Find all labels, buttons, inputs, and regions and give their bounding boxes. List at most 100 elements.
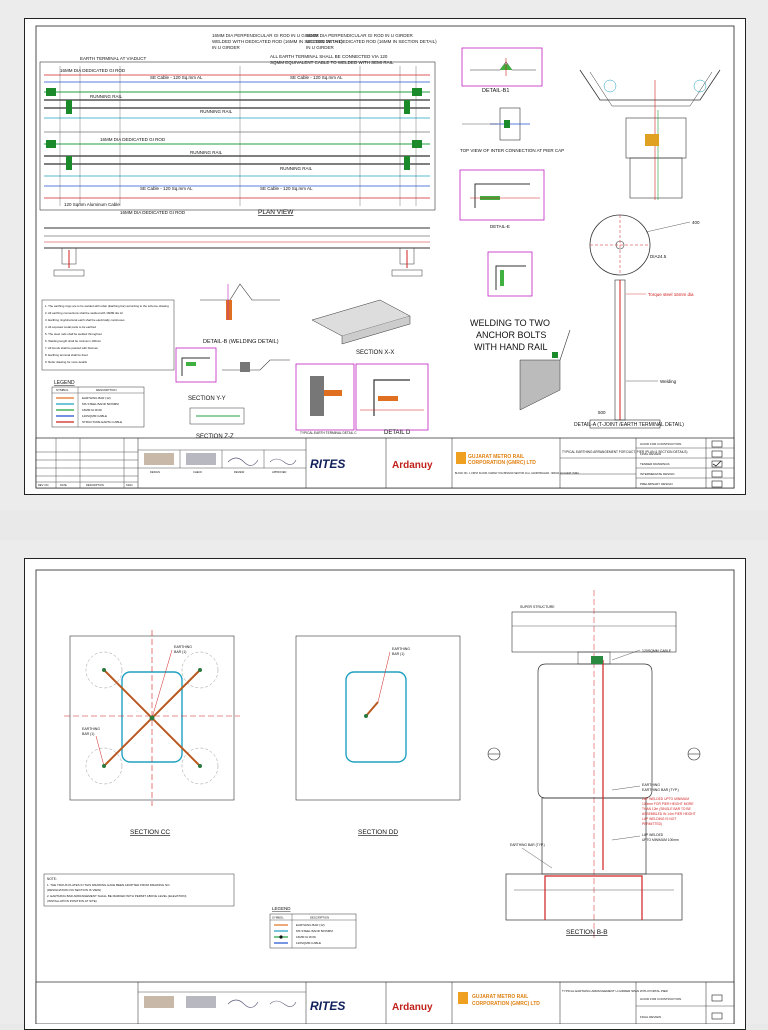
detail-a-title: DETAIL-A (T-JOINT /EARTH TERMINAL DETAIL… [574,422,684,428]
cc-earthing-label-2: EARTHING [82,727,100,731]
client2-line-1: GUJARAT METRO RAIL [472,994,528,1000]
sheet-2-canvas: EARTHING BAR (1) EARTHING BAR (1) SECTIO… [35,569,735,1024]
legend-head-symbol-1: SYMBOL [56,388,69,392]
rites-logo-text-2: RITES [310,999,345,1013]
client-line-2: CORPORATION (GMRC) LTD [468,460,536,466]
sheet-1-canvas: 16MM DIA PERPENDICULAR GI ROD IN U GIRDE… [35,25,735,489]
detail-e-title: DETAIL-E [490,224,510,229]
top-note-5: WELDED WITH DEDICATED ROD (16MM IN SECTI… [306,39,437,44]
rev-head-4: SIGN. [126,483,133,487]
rail-detail-drawing [487,251,533,297]
ardanuy-logo-text: Ardanuy [392,460,433,471]
legend2-item-3: 16MM GI ROD [296,935,317,939]
ardanuy-logo-text-2: Ardanuy [392,1002,433,1013]
lap-note-6: PERMITTED) [642,822,662,826]
section-yy-title: SECTION Y-Y [188,396,226,402]
legend2-head-desc: DESCRIPTION [310,916,329,920]
cc-earthing-label: EARTHING [174,645,192,649]
dim-dia: DIA24.5 [650,254,667,259]
legend-title-1: LEGEND [54,380,75,386]
dd-earthing-bar-label: BAR (1) [392,652,404,656]
sign-label-3: REVIEW [234,470,245,474]
drawing-sheet-2: EARTHING BAR (1) EARTHING BAR (1) SECTIO… [0,540,768,1030]
detail-d-drawing [355,363,429,431]
rev-head-1: REV. NO. [38,483,49,487]
legend-title-2: LEGEND [272,906,291,911]
notes2-line-1: NOTE: [47,877,57,881]
status-2: FINAL REVIEW [640,452,661,456]
plan-view-drawing: EARTH TERMINAL AT VIADUCT ALL EARTH TERM… [39,54,436,215]
bb-earthing-label: EARTHING [642,783,660,787]
notes2-line-5: (INSTALLATION POSITION AT SITE) [47,899,97,903]
plan-label-9: 16MM DIA DEDICATED GI ROD [100,137,166,142]
section-cc-title: SECTION CC [130,829,170,836]
top-note-2: WELDED WITH DEDICATED ROD (16MM IN SECTI… [212,39,343,44]
dim-400: 400 [692,220,700,225]
legend-item-2: MS STEEL BAND 50X6MM [82,402,119,406]
detail-b-title: DETAIL-B (WELDING DETAIL) [203,339,279,345]
cable-120-label: 120SQMM CABLE [642,649,672,653]
super-structure-label: SUPER STRUCTURE [520,605,555,609]
lap-note-5: LAP WELDING IS NOT [642,817,676,821]
plan-label-8: RUNNING RAIL [200,109,233,114]
detail-a-drawing [589,214,691,429]
plan-label-14: 120 Sqmm Aluminum Cable [64,202,120,207]
section-bb-title: SECTION B-B [566,929,608,936]
earth-terminal-title: TYPICAL EARTH TERMINAL DETAIL C [300,431,357,435]
status2-2: FINAL REVIEW [640,1015,661,1019]
section-dd-drawing [295,635,461,801]
legend2-head-symbol: SYMBOL [272,916,284,920]
cc-earthing-bar-label-2: BAR (1) [82,732,94,736]
notes2-line-2: 1. THE TROUS PLATES IN THIS DRAWING HAVE… [47,883,171,887]
lap-note-1: LAP WELDED UPTO MINIMUM [642,797,689,801]
lap-note-4: ASSEMBLED IN 14m PIER HEIGHT [642,812,696,816]
sign-label-4: APPROVED [272,470,287,474]
section-xx-title: SECTION X-X [356,350,394,356]
drawing-paper-2 [24,558,746,1030]
detail-b1-title: DETAIL-B1 [482,88,509,94]
legend2-item-4: 120SQMM CABLE [296,941,321,945]
welding-label: Welding [660,379,677,384]
elevation-drawing [44,227,430,277]
client-line-1: GUJARAT METRO RAIL [468,454,524,460]
plan-label-4: 16MM DIA DEDICATED GI ROD [60,68,126,73]
plan-label-13: SE Cable - 120 Sq.mm AL [260,186,313,191]
section-dd-title: SECTION DD [358,829,398,836]
notes-box [41,299,175,371]
notes2-line-3: (DESIGNATION ON SECTION IS VIEW) [47,888,101,892]
earth-terminal-detail-c [295,363,355,431]
title-block-1 [35,437,735,489]
cc-earthing-bar-label: BAR (1) [174,650,186,654]
status-1: GOOD FOR CONSTRUCTION [640,442,681,446]
cross-section-drawing [579,69,721,200]
bb-earthing-bar-label: EARTHING BAR (TYP.) [642,788,679,792]
legend-item-5: STRUCTURE EARTH CABLE [82,420,122,424]
drawing-sheet-1: 16MM DIA PERPENDICULAR GI ROD IN U GIRDE… [0,0,768,510]
top-note-4: 16MM DIA PERPENDICULAR GI ROD IN U GIRDE… [306,33,414,38]
status2-1: GOOD FOR CONSTRUCTION [640,997,681,1001]
welding-title-2: ANCHOR BOLTS [476,330,546,340]
status-5: PRELIMINARY DESIGN [640,482,673,486]
note-line-3: 3. Earthing ring/structural earth shall … [45,318,125,322]
handrail-drawing [519,329,571,411]
detail-d-title: DETAIL D [384,430,411,436]
plan-label-10: RUNNING RAIL [190,150,223,155]
legend-head-desc-1: DESCRIPTION [96,388,117,392]
lap-note-3: THAN 12m (SINGLE BAR TO BE [642,807,692,811]
legend-table-1 [51,386,145,428]
plan-label-15: 16MM DIA DEDICATED GI ROD [120,210,186,215]
legend-table-2 [269,913,357,949]
legend2-item-2: MS STEEL BAND 50X6MM [296,929,333,933]
drawing-title-2: TYPICAL EARTHING ARRANGEMENT U-GIRDER SP… [562,989,669,993]
section-bb-drawing [487,590,701,940]
legend-item-1: EARTHING BAR (12) [82,396,111,400]
top-note-3: IN U GIRDER [212,45,241,50]
legend2-item-1: EARTHING BAR (12) [296,923,325,927]
plan-label-5: SE Cable - 120 Sq.mm AL [150,75,203,80]
lap-welded-1: LAP WELDED [642,833,664,837]
plan-label-7: RUNNING RAIL [90,94,123,99]
sign-label-1: DESIGN [150,470,160,474]
legend-item-4: 120SQMM CABLE [82,414,107,418]
note-line-2: 2. All earthing connections shall be wel… [45,311,123,315]
bb-earthing-left: EARTHING BAR (TYP.) [510,843,545,847]
